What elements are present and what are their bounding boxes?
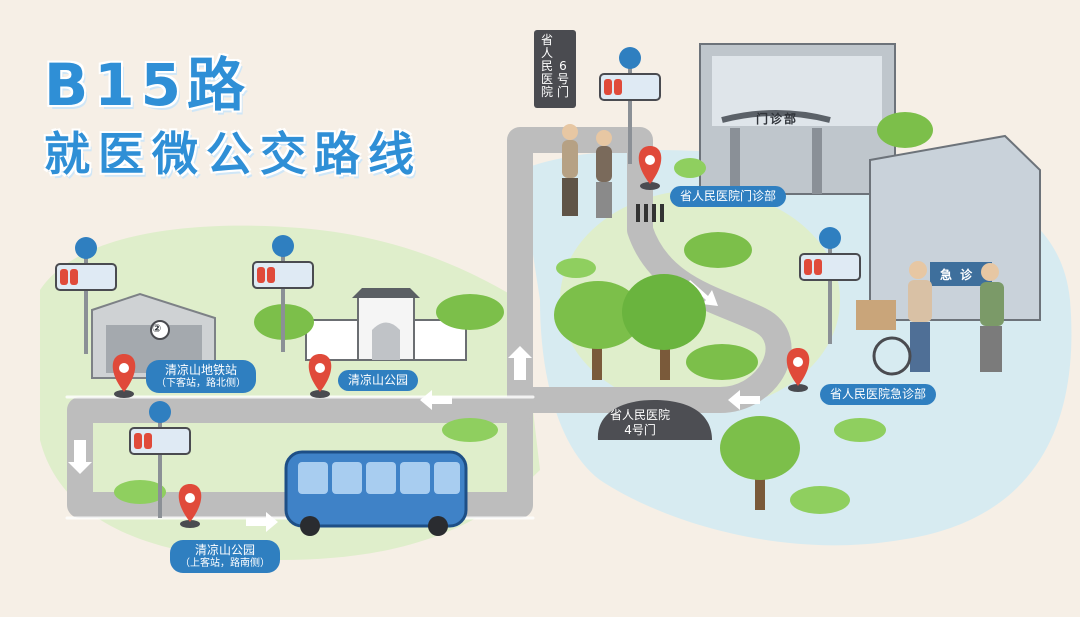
location-pin-icon xyxy=(178,484,202,528)
stop-name: 省人民医院急诊部 xyxy=(830,387,927,401)
gate-4-line2: 4号门 xyxy=(624,423,656,437)
stop-name: 清凉山公园 xyxy=(348,373,409,387)
metro-marker: ② xyxy=(152,322,162,335)
location-pin-icon xyxy=(638,146,662,190)
direction-arrow-icon xyxy=(68,280,760,532)
gate-6-sign: 省人民医院 6号门 xyxy=(534,30,576,108)
gate-4-rock xyxy=(597,400,712,440)
route-subtitle: 就医微公交路线 xyxy=(44,127,422,181)
stop-note: （下客站，路北侧） xyxy=(156,378,246,389)
stop-label-outpatient[interactable]: 省人民医院门诊部 xyxy=(670,186,787,207)
bus-stop-sign-icon xyxy=(799,227,861,344)
location-pin-icon xyxy=(786,348,810,392)
emergency-building xyxy=(869,134,1041,321)
route-title: B15路 xyxy=(44,51,251,119)
location-pin-icon xyxy=(112,354,136,398)
location-pins xyxy=(112,146,810,528)
crosswalk xyxy=(636,204,664,222)
bus-stop-sign-icon xyxy=(55,237,117,354)
stop-label-emergency[interactable]: 省人民医院急诊部 xyxy=(820,384,937,405)
gate-4-line1: 省人民医院 xyxy=(610,408,671,422)
bus-stop-sign-icon xyxy=(599,47,661,164)
bus-stop-signs xyxy=(55,47,861,518)
bus-icon xyxy=(284,450,468,536)
outpatient-sign: 门诊部 xyxy=(756,112,799,126)
stop-label-metro[interactable]: 清凉山地铁站 （下客站，路北侧） xyxy=(146,360,256,393)
tree-icon xyxy=(114,112,933,514)
bus-stop-sign-icon xyxy=(252,235,314,352)
stop-name: 清凉山地铁站 xyxy=(164,363,237,377)
stop-label-park-north[interactable]: 清凉山公园 xyxy=(338,370,419,391)
outpatient-building xyxy=(699,43,896,195)
park-gate xyxy=(305,288,467,361)
stop-name: 清凉山公园 xyxy=(194,543,255,557)
location-pin-icon xyxy=(308,354,332,398)
gate-6-col1: 省人民医院 xyxy=(540,33,553,99)
gate-6-col2: 6号门 xyxy=(556,59,569,99)
bus-stop-sign-icon xyxy=(129,401,191,518)
stop-note: （上客站，路南侧） xyxy=(180,558,270,569)
gate-4-label: 省人民医院 4号门 xyxy=(604,404,676,442)
people-illustration xyxy=(562,124,1004,376)
emergency-sign: 急 诊 xyxy=(940,268,975,282)
stop-label-park-south[interactable]: 清凉山公园 （上客站，路南侧） xyxy=(170,540,280,573)
stop-name: 省人民医院门诊部 xyxy=(680,189,777,203)
